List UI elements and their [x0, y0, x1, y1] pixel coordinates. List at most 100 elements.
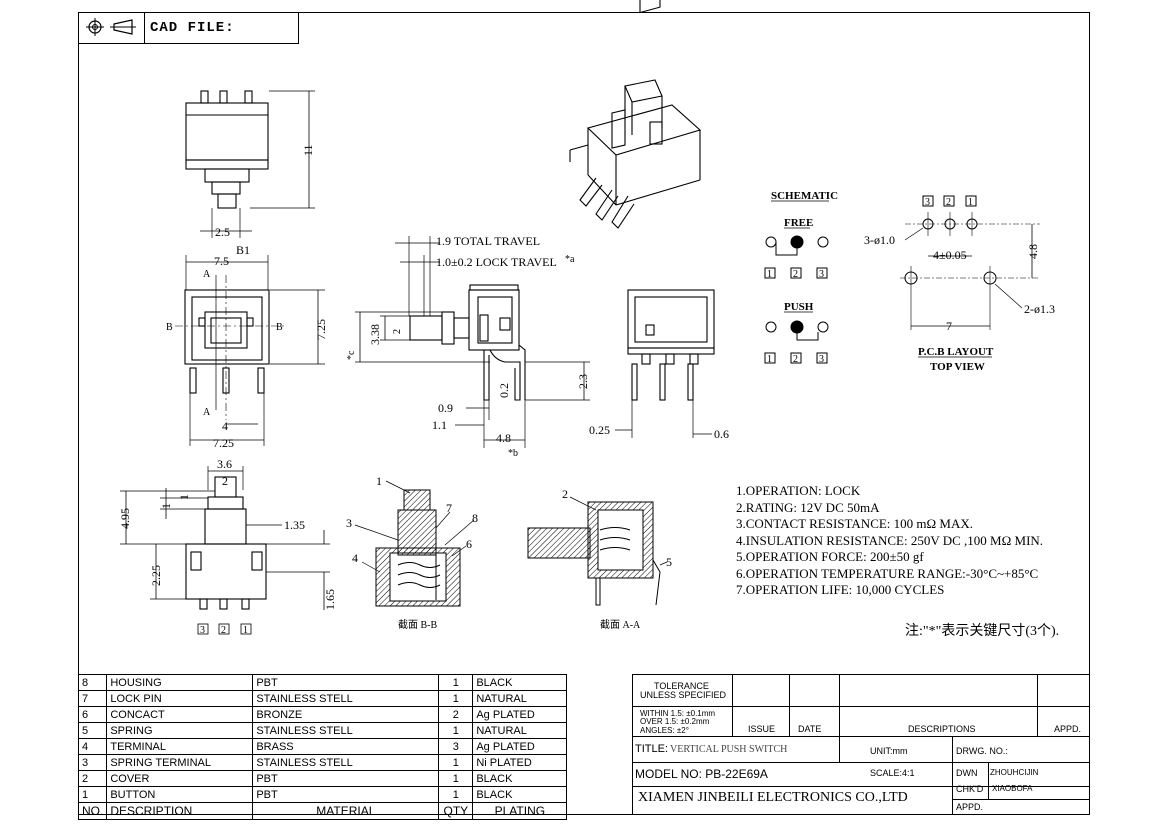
issue-label: ISSUE — [748, 724, 776, 734]
section-a-top: A — [203, 269, 211, 280]
section-a-bottom: A — [203, 407, 211, 418]
section-aa-label: 截面 A-A — [600, 618, 641, 631]
datum-b1: B1 — [236, 243, 250, 257]
schematic-title: SCHEMATIC — [771, 190, 838, 202]
spec-line: 1.OPERATION: LOCK — [736, 483, 861, 498]
dim-total-travel: 1.9 TOTAL TRAVEL — [436, 234, 540, 248]
checked-by-name: XIAOBOFA — [992, 784, 1033, 793]
pcb-width: 7 — [946, 319, 952, 333]
pcb-title: P.C.B LAYOUT — [918, 346, 994, 358]
callout-6: 6 — [466, 537, 472, 551]
cad-file-box — [78, 12, 299, 44]
drawing-frame — [78, 12, 1090, 815]
dim-0-25: 0.25 — [589, 423, 610, 437]
pin-labels-bottom: 3 2 1 — [197, 623, 252, 636]
dim-7-25-vertical: 7.25 — [314, 319, 328, 340]
descriptions-label: DESCRIPTIONS — [908, 724, 976, 734]
callout-2: 2 — [562, 487, 568, 501]
section-bb — [354, 480, 475, 607]
dim-1-a: 1 — [177, 494, 191, 500]
svg-text:3: 3 — [819, 269, 824, 280]
unless-specified: UNLESS SPECIFIED — [640, 690, 727, 700]
approved-label: APPD. — [956, 802, 984, 812]
dim-1-b: 1 — [159, 503, 173, 509]
svg-text:3: 3 — [925, 197, 930, 208]
dim-1-65: 1.65 — [323, 589, 337, 610]
unit-label: UNIT:mm — [870, 746, 908, 756]
spec-line: 5.OPERATION FORCE: 200±50 gf — [736, 549, 924, 564]
dim-3-38: 3.38 — [368, 324, 382, 345]
title-block: TOLERANCE UNLESS SPECIFIED WITHIN 1.5: ±… — [632, 674, 1090, 815]
schematic-push: PUSH — [784, 301, 814, 313]
section-bb-label: 截面 B-B — [398, 618, 437, 631]
spec-line: 2.RATING: 12V DC 50mA — [736, 499, 880, 515]
dim-2-5: 2.5 — [215, 225, 230, 239]
key-mark-c: *c — [346, 350, 357, 360]
svg-text:1: 1 — [243, 625, 248, 636]
dim-1-35: 1.35 — [284, 518, 305, 532]
dim-3-6: 3.6 — [217, 457, 232, 471]
svg-text:2: 2 — [221, 625, 226, 636]
dim-0-9: 0.9 — [438, 401, 453, 415]
svg-text:1: 1 — [968, 197, 973, 208]
tolerance-within: WITHIN 1.5: ±0.1mm — [640, 709, 716, 718]
callout-8: 8 — [472, 511, 478, 525]
callout-7: 7 — [446, 501, 452, 515]
checked-by-label: CHK'D — [956, 784, 984, 794]
svg-text:2: 2 — [946, 197, 951, 208]
dim-2-3: 2.3 — [576, 374, 590, 389]
pcb-pitch: 4±0.05 — [933, 248, 967, 262]
svg-text:1: 1 — [767, 354, 772, 365]
callout-3: 3 — [346, 516, 352, 530]
side-view-bottom — [120, 466, 330, 610]
title-value: VERTICAL PUSH SWITCH — [670, 744, 788, 755]
scale-label: SCALE:4:1 — [870, 768, 915, 778]
dim-4-95: 4.95 — [118, 508, 132, 529]
svg-text:3: 3 — [819, 354, 824, 365]
dim-2-bottom: 2 — [222, 474, 228, 488]
rear-view — [615, 289, 715, 438]
company-name: XIAMEN JINBEILI ELECTRONICS CO.,LTD — [638, 790, 908, 805]
schematic — [764, 200, 829, 364]
side-view-travel — [355, 236, 590, 448]
drawn-by-label: DWN — [956, 768, 978, 778]
section-aa — [527, 496, 668, 606]
svg-text:2: 2 — [793, 269, 798, 280]
dim-11: 11 — [301, 144, 315, 156]
pcb-pin-labels: 3 2 1 — [925, 197, 973, 208]
pcb-holes-big: 2-ø1.3 — [1024, 302, 1055, 316]
pcb-height: 4.8 — [1026, 244, 1040, 259]
pcb-holes-small: 3-ø1.0 — [864, 233, 895, 247]
dim-4-8: 4.8 — [496, 431, 511, 445]
tolerance-label: TOLERANCE — [654, 681, 709, 691]
pcb-subtitle: TOP VIEW — [930, 361, 985, 373]
schematic-free: FREE — [784, 217, 813, 229]
pcb-layout — [900, 195, 1040, 358]
callout-4: 4 — [352, 551, 358, 565]
dim-7-5: 7.5 — [214, 254, 229, 268]
tolerance-over: OVER 1.5: ±0.2mm — [640, 717, 710, 726]
date-label: DATE — [798, 724, 822, 734]
key-dimension-note: 注:"*"表示关键尺寸(3个). — [905, 624, 1060, 639]
dim-0-2: 0.2 — [497, 383, 511, 398]
dim-4: 4 — [222, 419, 228, 433]
spec-line: 7.OPERATION LIFE: 10,000 CYCLES — [736, 582, 945, 597]
projection-symbol — [78, 12, 145, 43]
model-number: MODEL NO: PB-22E69A — [635, 767, 768, 781]
dim-1-1: 1.1 — [432, 418, 447, 432]
spec-line: 6.OPERATION TEMPERATURE RANGE:-30°C~+85°… — [736, 565, 1039, 581]
spec-line: 4.INSULATION RESISTANCE: 250V DC ,100 MΩ… — [736, 532, 1044, 548]
title-label: TITLE: — [635, 743, 669, 755]
specifications: 1.OPERATION: LOCK 2.RATING: 12V DC 50mA … — [736, 483, 1043, 599]
svg-text:1: 1 — [767, 269, 772, 280]
